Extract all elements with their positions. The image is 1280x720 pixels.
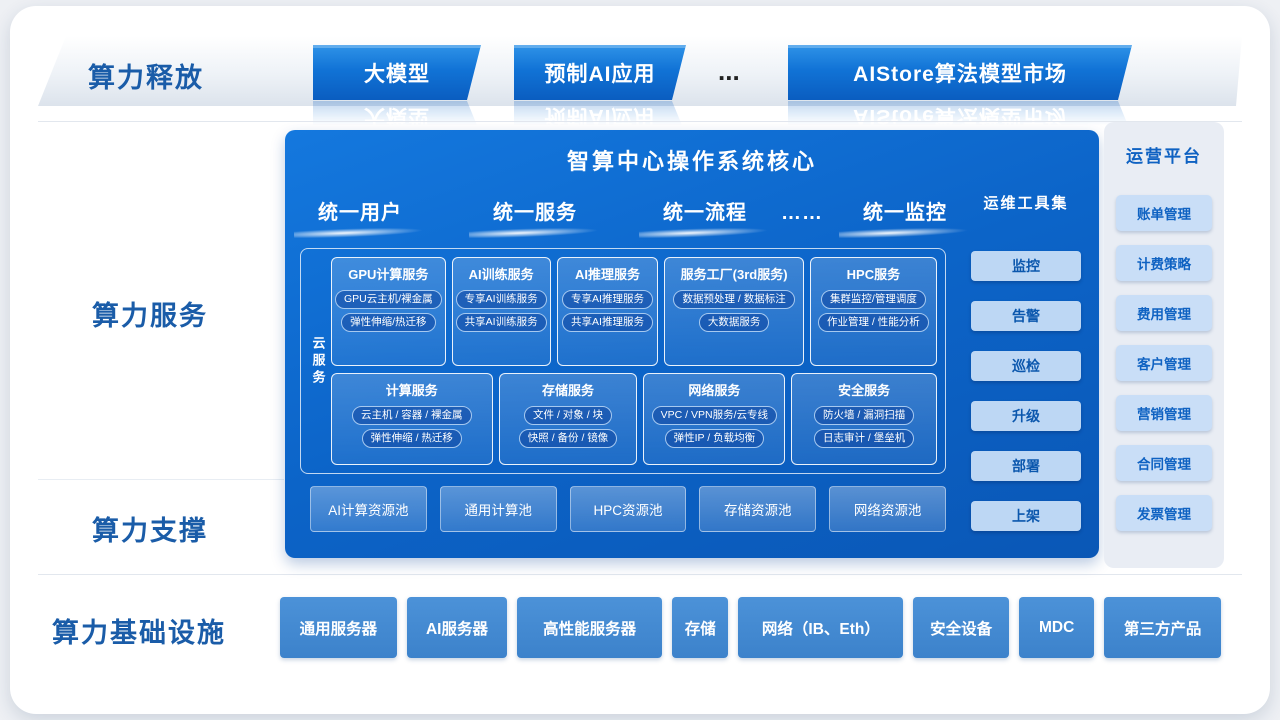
group-title: AI训练服务 [468, 267, 534, 282]
service-item: 共享AI推理服务 [562, 313, 653, 333]
infra-general-server: 通用服务器 [280, 597, 397, 658]
infra-ai-server: AI服务器 [406, 597, 508, 658]
infra-third-party: 第三方产品 [1104, 597, 1222, 658]
top-item-box: 大模型 [313, 45, 481, 100]
unified-ellipsis: …… [781, 202, 823, 224]
group-ai-inference: AI推理服务 专享AI推理服务 共享AI推理服务 [556, 257, 659, 366]
ops-tool-deploy: 部署 [971, 451, 1081, 481]
operation-platform-title: 运营平台 [1126, 147, 1202, 166]
operation-platform-panel: 运营平台 账单管理 计费策略 费用管理 客户管理 营销管理 合同管理 发票管理 [1104, 122, 1224, 568]
service-item: VPC / VPN服务/云专线 [651, 405, 778, 425]
layer-label-release: 算力释放 [88, 63, 204, 93]
pool-network: 网络资源池 [829, 486, 946, 532]
platform-marketing: 营销管理 [1116, 395, 1212, 431]
service-item: 大数据服务 [698, 313, 770, 333]
service-item: 数据预处理 / 数据标注 [673, 290, 795, 310]
ops-tool-rackup: 上架 [971, 501, 1081, 531]
service-row-2: 计算服务 云主机 / 容器 / 裸金属 弹性伸缩 / 热迁移 存储服务 文件 /… [331, 372, 938, 465]
layer-label-support: 算力支撑 [92, 516, 208, 546]
pool-ai-compute: AI计算资源池 [310, 486, 427, 532]
infra-mdc: MDC [1018, 597, 1095, 658]
group-ai-training: AI训练服务 专享AI训练服务 共享AI训练服务 [451, 257, 551, 366]
infra-hp-server: 高性能服务器 [517, 597, 663, 658]
ops-tool-alert: 告警 [971, 301, 1081, 331]
pool-general: 通用计算池 [439, 486, 557, 532]
service-item: 专享AI推理服务 [562, 290, 653, 310]
service-item: 快照 / 备份 / 镜像 [518, 428, 618, 448]
layer-label-service: 算力服务 [92, 301, 208, 331]
infra-network: 网络（IB、Eth） [738, 597, 904, 658]
top-item-box: 预制AI应用 [514, 45, 686, 100]
service-item: 弹性伸缩/热迁移 [341, 313, 436, 333]
service-item: GPU云主机/裸金属 [335, 290, 442, 310]
layer-label-infrastructure: 算力基础设施 [52, 618, 226, 648]
group-title: GPU计算服务 [348, 267, 429, 282]
platform-customer: 客户管理 [1116, 345, 1212, 381]
unified-users: 统一用户 [318, 198, 402, 228]
core-title: 智算中心操作系统核心 [566, 149, 817, 174]
top-item-aistore: AIStore算法模型市场 AIStore算法模型市场 [788, 45, 1132, 135]
group-network: 网络服务 VPC / VPN服务/云专线 弹性IP / 负载均衡 [643, 372, 786, 465]
ops-tool-monitor: 监控 [971, 251, 1081, 281]
pool-storage: 存储资源池 [699, 486, 817, 532]
service-item: 文件 / 对象 / 块 [524, 405, 613, 425]
group-title: 安全服务 [838, 382, 891, 398]
top-ellipsis: ... [718, 56, 740, 86]
service-item: 防火墙 / 漏洞扫描 [814, 405, 915, 425]
unified-processes: 统一流程 [663, 198, 747, 228]
infra-security: 安全设备 [913, 597, 1009, 658]
unified-monitoring: 统一监控 [863, 198, 947, 228]
divider-top [38, 121, 1242, 122]
platform-contract: 合同管理 [1116, 445, 1212, 481]
group-service-factory: 服务工厂(3rd服务) 数据预处理 / 数据标注 大数据服务 [664, 257, 804, 366]
infra-storage: 存储 [672, 597, 729, 658]
cloud-services-label: 云服务 [310, 335, 326, 387]
core-os-panel: 智算中心操作系统核心 统一用户 统一服务 统一流程 …… 统一监控 云服务 GP… [285, 130, 1099, 558]
group-title: 网络服务 [688, 382, 741, 398]
divider-left [38, 479, 284, 480]
group-compute: 计算服务 云主机 / 容器 / 裸金属 弹性伸缩 / 热迁移 [331, 372, 493, 465]
platform-expense: 费用管理 [1116, 295, 1212, 331]
service-rows: GPU计算服务 GPU云主机/裸金属 弹性伸缩/热迁移 AI训练服务 专享AI训… [331, 257, 938, 465]
service-item: 弹性伸缩 / 热迁移 [361, 428, 462, 448]
divider-bottom [38, 574, 1242, 575]
ops-toolset-title: 运维工具集 [983, 195, 1069, 212]
platform-billing: 账单管理 [1116, 195, 1212, 231]
group-gpu-compute: GPU计算服务 GPU云主机/裸金属 弹性伸缩/热迁移 [331, 257, 446, 366]
group-title: AI推理服务 [575, 267, 641, 282]
group-title: 计算服务 [385, 382, 438, 398]
service-item: 作业管理 / 性能分析 [818, 313, 929, 333]
ops-tool-inspect: 巡检 [971, 351, 1081, 381]
platform-pricing: 计费策略 [1116, 245, 1212, 281]
group-storage: 存储服务 文件 / 对象 / 块 快照 / 备份 / 镜像 [498, 372, 638, 465]
group-title: 存储服务 [542, 382, 595, 398]
ops-toolset: 运维工具集 监控 告警 巡检 升级 部署 上架 [963, 192, 1089, 531]
group-title: 服务工厂(3rd服务) [680, 267, 788, 282]
group-hpc: HPC服务 集群监控/管理调度 作业管理 / 性能分析 [809, 257, 937, 366]
top-item-large-model: 大模型 大模型 [313, 45, 481, 135]
top-item-box: AIStore算法模型市场 [788, 45, 1132, 100]
service-item: 弹性IP / 负载均衡 [664, 428, 765, 448]
service-item: 共享AI训练服务 [455, 313, 547, 333]
cloud-services-container: 云服务 GPU计算服务 GPU云主机/裸金属 弹性伸缩/热迁移 AI训练服务 专… [300, 248, 946, 474]
unified-services: 统一服务 [493, 198, 577, 228]
platform-invoice: 发票管理 [1116, 495, 1212, 531]
resource-pools-row: AI计算资源池 通用计算池 HPC资源池 存储资源池 网络资源池 [310, 486, 946, 532]
infrastructure-row: 通用服务器 AI服务器 高性能服务器 存储 网络（IB、Eth） 安全设备 MD… [280, 597, 1222, 658]
service-item: 云主机 / 容器 / 裸金属 [352, 405, 472, 425]
group-title: HPC服务 [846, 267, 901, 282]
pool-hpc: HPC资源池 [569, 486, 687, 532]
group-security: 安全服务 防火墙 / 漏洞扫描 日志审计 / 堡垒机 [791, 372, 938, 465]
top-item-ai-apps: 预制AI应用 预制AI应用 [514, 45, 686, 135]
service-item: 集群监控/管理调度 [820, 290, 926, 310]
service-row-1: GPU计算服务 GPU云主机/裸金属 弹性伸缩/热迁移 AI训练服务 专享AI训… [331, 257, 937, 366]
ops-tool-upgrade: 升级 [971, 401, 1081, 431]
service-item: 专享AI训练服务 [455, 290, 547, 310]
service-item: 日志审计 / 堡垒机 [814, 428, 915, 448]
